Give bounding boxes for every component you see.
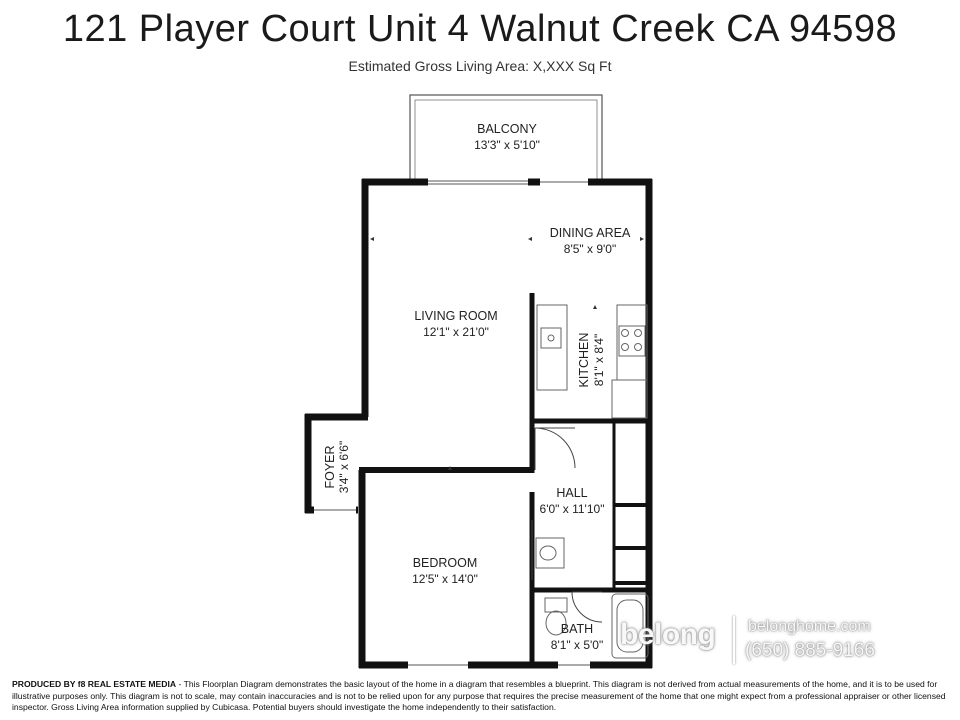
dimension-ticks	[370, 237, 644, 470]
room-dims-foyer: 3'4" x 6'6"	[337, 441, 351, 493]
room-dims-dining: 8'5" x 9'0"	[564, 242, 616, 256]
kitchen-fixtures	[536, 304, 648, 419]
room-label-bath: BATH	[561, 622, 593, 636]
watermark-phone: (650) 885-9166	[745, 640, 875, 661]
bath-fixtures	[535, 537, 649, 659]
room-dims-bath: 8'1" x 5'0"	[551, 638, 603, 652]
room-label-dining: DINING AREA	[550, 226, 631, 240]
room-dims-living: 12'1" x 21'0"	[423, 325, 489, 339]
room-label-kitchen: KITCHEN	[577, 333, 591, 388]
room-label-balcony: BALCONY	[477, 122, 537, 136]
windows	[314, 178, 590, 669]
watermark-separator	[733, 616, 735, 664]
room-label-foyer: FOYER	[323, 445, 337, 488]
interior-walls	[359, 293, 652, 668]
producer-credit: PRODUCED BY f8 REAL ESTATE MEDIA	[12, 679, 177, 689]
doors	[531, 427, 603, 623]
room-dims-balcony: 13'3" x 5'10"	[474, 138, 540, 152]
room-label-living: LIVING ROOM	[414, 309, 497, 323]
room-dims-kitchen: 8'1" x 8'4"	[592, 334, 606, 386]
room-label-hall: HALL	[556, 486, 587, 500]
watermark-logo: belong	[620, 618, 716, 651]
room-dims-bedroom: 12'5" x 14'0"	[412, 572, 478, 586]
page-title: 121 Player Court Unit 4 Walnut Creek CA …	[62, 8, 898, 50]
room-dims-hall: 6'0" x 11'10"	[540, 502, 605, 516]
disclaimer-text: PRODUCED BY f8 REAL ESTATE MEDIA - This …	[12, 679, 948, 714]
room-label-bedroom: BEDROOM	[413, 556, 478, 570]
watermark-url: belonghome.com	[748, 618, 871, 635]
disclaimer-body: - This Floorplan Diagram demonstrates th…	[12, 679, 946, 712]
page-subtitle: Estimated Gross Living Area: X,XXX Sq Ft	[348, 58, 612, 74]
